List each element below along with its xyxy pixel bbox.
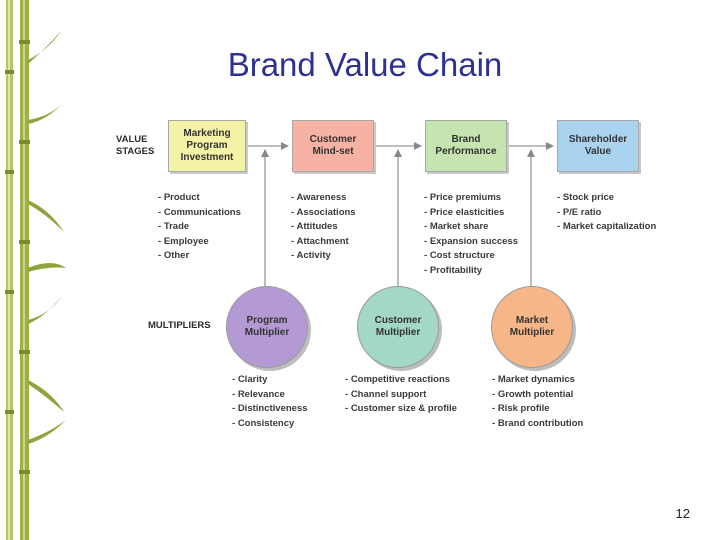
list-item: Market capitalization — [557, 220, 656, 235]
list-item: Customer size & profile — [345, 402, 457, 417]
list-item: Cost structure — [424, 249, 518, 264]
list-item: Clarity — [232, 373, 308, 388]
value-stages-label: VALUE STAGES — [116, 134, 154, 158]
list-item: Expansion success — [424, 235, 518, 250]
program-multiplier-circle: Program Multiplier — [226, 286, 308, 368]
multiplier-label-line: Customer — [374, 315, 422, 326]
list-item: Trade — [158, 220, 241, 235]
stage-label-line: Investment — [180, 152, 234, 163]
multiplier-items-list: Market dynamics Growth potential Risk pr… — [492, 373, 584, 432]
list-item: Attachment — [291, 235, 356, 250]
stage-label-line: Value — [584, 146, 612, 157]
multiplier-label-line: Multiplier — [509, 327, 555, 338]
list-item: Distinctiveness — [232, 402, 308, 417]
list-item: Activity — [291, 249, 356, 264]
list-item: Product — [158, 191, 241, 206]
list-item: Consistency — [232, 417, 308, 432]
list-item: Brand contribution — [492, 417, 584, 432]
stage-label-line: Shareholder — [568, 134, 628, 145]
value-stages-label-line: VALUE — [116, 134, 148, 145]
stage-marketing-program-investment: Marketing Program Investment — [168, 120, 246, 172]
stage-label-line: Program — [186, 140, 228, 151]
list-item: Risk profile — [492, 402, 583, 417]
list-item: Competitive reactions — [345, 373, 457, 388]
stage-shareholder-value: Shareholder Value — [557, 120, 639, 172]
list-item: Communications — [158, 206, 241, 221]
list-item: Other — [158, 249, 241, 264]
stage-label-line: Mind-set — [312, 146, 354, 157]
list-item: Relevance — [232, 388, 308, 403]
list-item: Growth potential — [492, 388, 583, 403]
stage-customer-mindset: Customer Mind-set — [292, 120, 374, 172]
list-item: Profitability — [424, 264, 518, 279]
stage-items-list: Awareness Associations Attitudes Attachm… — [291, 191, 356, 264]
stage-label-line: Performance — [435, 146, 497, 157]
list-item: Price elasticities — [424, 206, 518, 221]
value-stages-label-line: STAGES — [116, 146, 155, 157]
stage-label-line: Brand — [451, 134, 481, 145]
multipliers-label: MULTIPLIERS — [148, 320, 211, 331]
stage-brand-performance: Brand Performance — [425, 120, 507, 172]
multiplier-label-line: Market — [515, 315, 549, 326]
stage-label-line: Customer — [309, 134, 357, 145]
stage-items-list: Stock price P/E ratio Market capitalizat… — [557, 191, 656, 235]
stage-items-list: Price premiums Price elasticities Market… — [424, 191, 518, 278]
list-item: Price premiums — [424, 191, 518, 206]
market-multiplier-circle: Market Multiplier — [491, 286, 573, 368]
list-item: P/E ratio — [557, 206, 656, 221]
multiplier-items-list: Clarity Relevance Distinctiveness Consis… — [232, 373, 308, 431]
list-item: Stock price — [557, 191, 656, 206]
page-number: 12 — [675, 506, 690, 521]
list-item: Attitudes — [291, 220, 356, 235]
list-item: Associations — [291, 206, 355, 221]
bamboo-decoration — [5, 0, 66, 540]
list-item: Market share — [424, 220, 518, 235]
customer-multiplier-circle: Customer Multiplier — [357, 286, 439, 368]
list-item: Employee — [158, 235, 241, 250]
multiplier-items-list: Competitive reactions Channel support Cu… — [345, 373, 457, 417]
list-item: Market dynamics — [492, 373, 583, 388]
stage-items-list: Product Communications Trade Employee Ot… — [158, 191, 241, 264]
stage-label-line: Marketing — [183, 128, 231, 139]
list-item: Channel support — [345, 388, 457, 403]
list-item: Awareness — [291, 191, 356, 206]
multiplier-label-line: Multiplier — [244, 327, 290, 338]
multiplier-label-line: Program — [246, 315, 288, 326]
page-title: Brand Value Chain — [227, 46, 503, 83]
multiplier-label-line: Multiplier — [375, 327, 421, 338]
